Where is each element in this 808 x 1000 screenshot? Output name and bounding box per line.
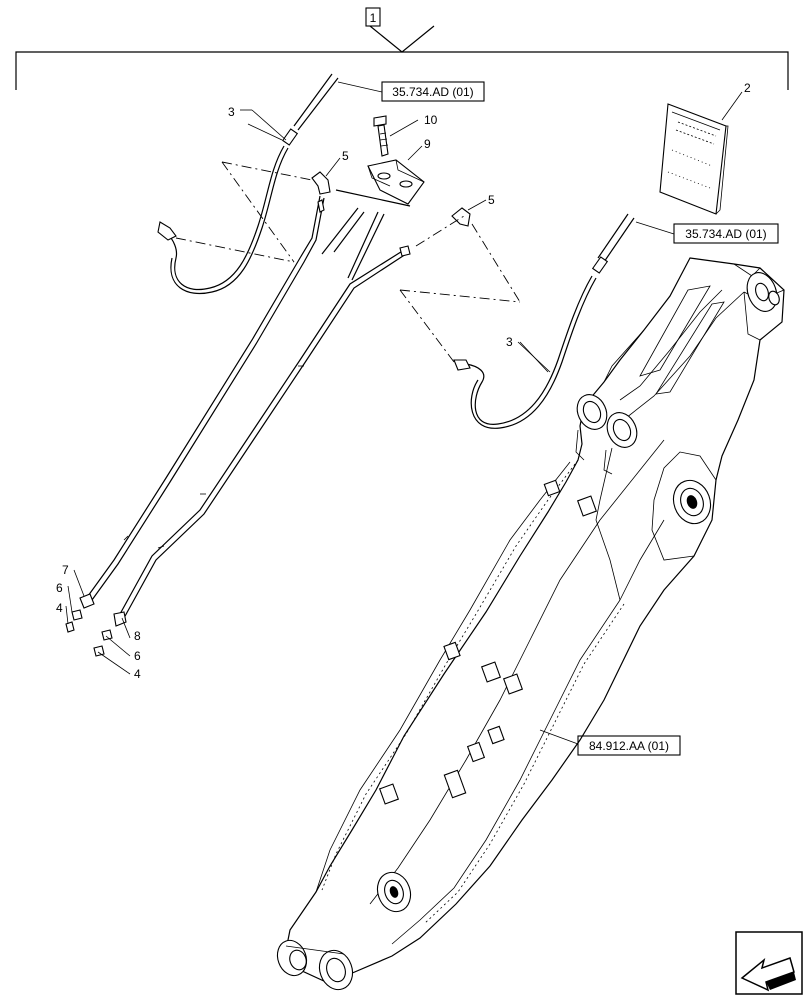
- callout-2-manual: 2: [744, 81, 751, 95]
- callout-3-right-hose: 3: [506, 335, 513, 349]
- callout-4-left: 4: [56, 601, 63, 615]
- callout-leaders: [65, 123, 551, 675]
- callout-7: 7: [62, 563, 69, 577]
- elbow-fitting-5-left: [311, 157, 341, 195]
- hose-3-left: [157, 73, 339, 294]
- operator-manual-part: [659, 91, 743, 215]
- callout-6-left: 6: [56, 581, 63, 595]
- hose-3-right: [453, 213, 635, 429]
- callout-4-right: 4: [134, 667, 141, 681]
- reference-right-label: 35.734.AD (01): [685, 227, 766, 241]
- callout-6-right: 6: [134, 649, 141, 663]
- elbow-fitting-5-right: [451, 199, 487, 227]
- reference-box-boom[interactable]: 84.912.AA (01): [539, 729, 681, 756]
- bolt-10: [373, 115, 419, 157]
- clamp-wedges: [321, 189, 411, 281]
- assembly-bracket: 1: [15, 7, 789, 90]
- assembly-ref-number: 1: [370, 11, 377, 25]
- reference-box-top[interactable]: 35.734.AD (01): [337, 81, 485, 102]
- callout-9-block: 9: [424, 137, 431, 151]
- hydraulic-tubes: [65, 195, 411, 657]
- arrow-navigation-icon[interactable]: [735, 931, 803, 995]
- callout-3-left-hose: 3: [228, 105, 235, 119]
- clamp-block-9: [367, 145, 425, 205]
- callout-5-left-elbow: 5: [342, 149, 349, 163]
- excavator-boom: [276, 257, 785, 991]
- callout-10-bolt: 10: [424, 113, 438, 127]
- callout-8: 8: [134, 629, 141, 643]
- reference-boom-label: 84.912.AA (01): [589, 739, 669, 753]
- reference-box-right[interactable]: 35.734.AD (01): [635, 221, 779, 244]
- assembly-ref-box: [365, 7, 381, 27]
- reference-top-label: 35.734.AD (01): [392, 85, 473, 99]
- callout-5-right-elbow: 5: [488, 193, 495, 207]
